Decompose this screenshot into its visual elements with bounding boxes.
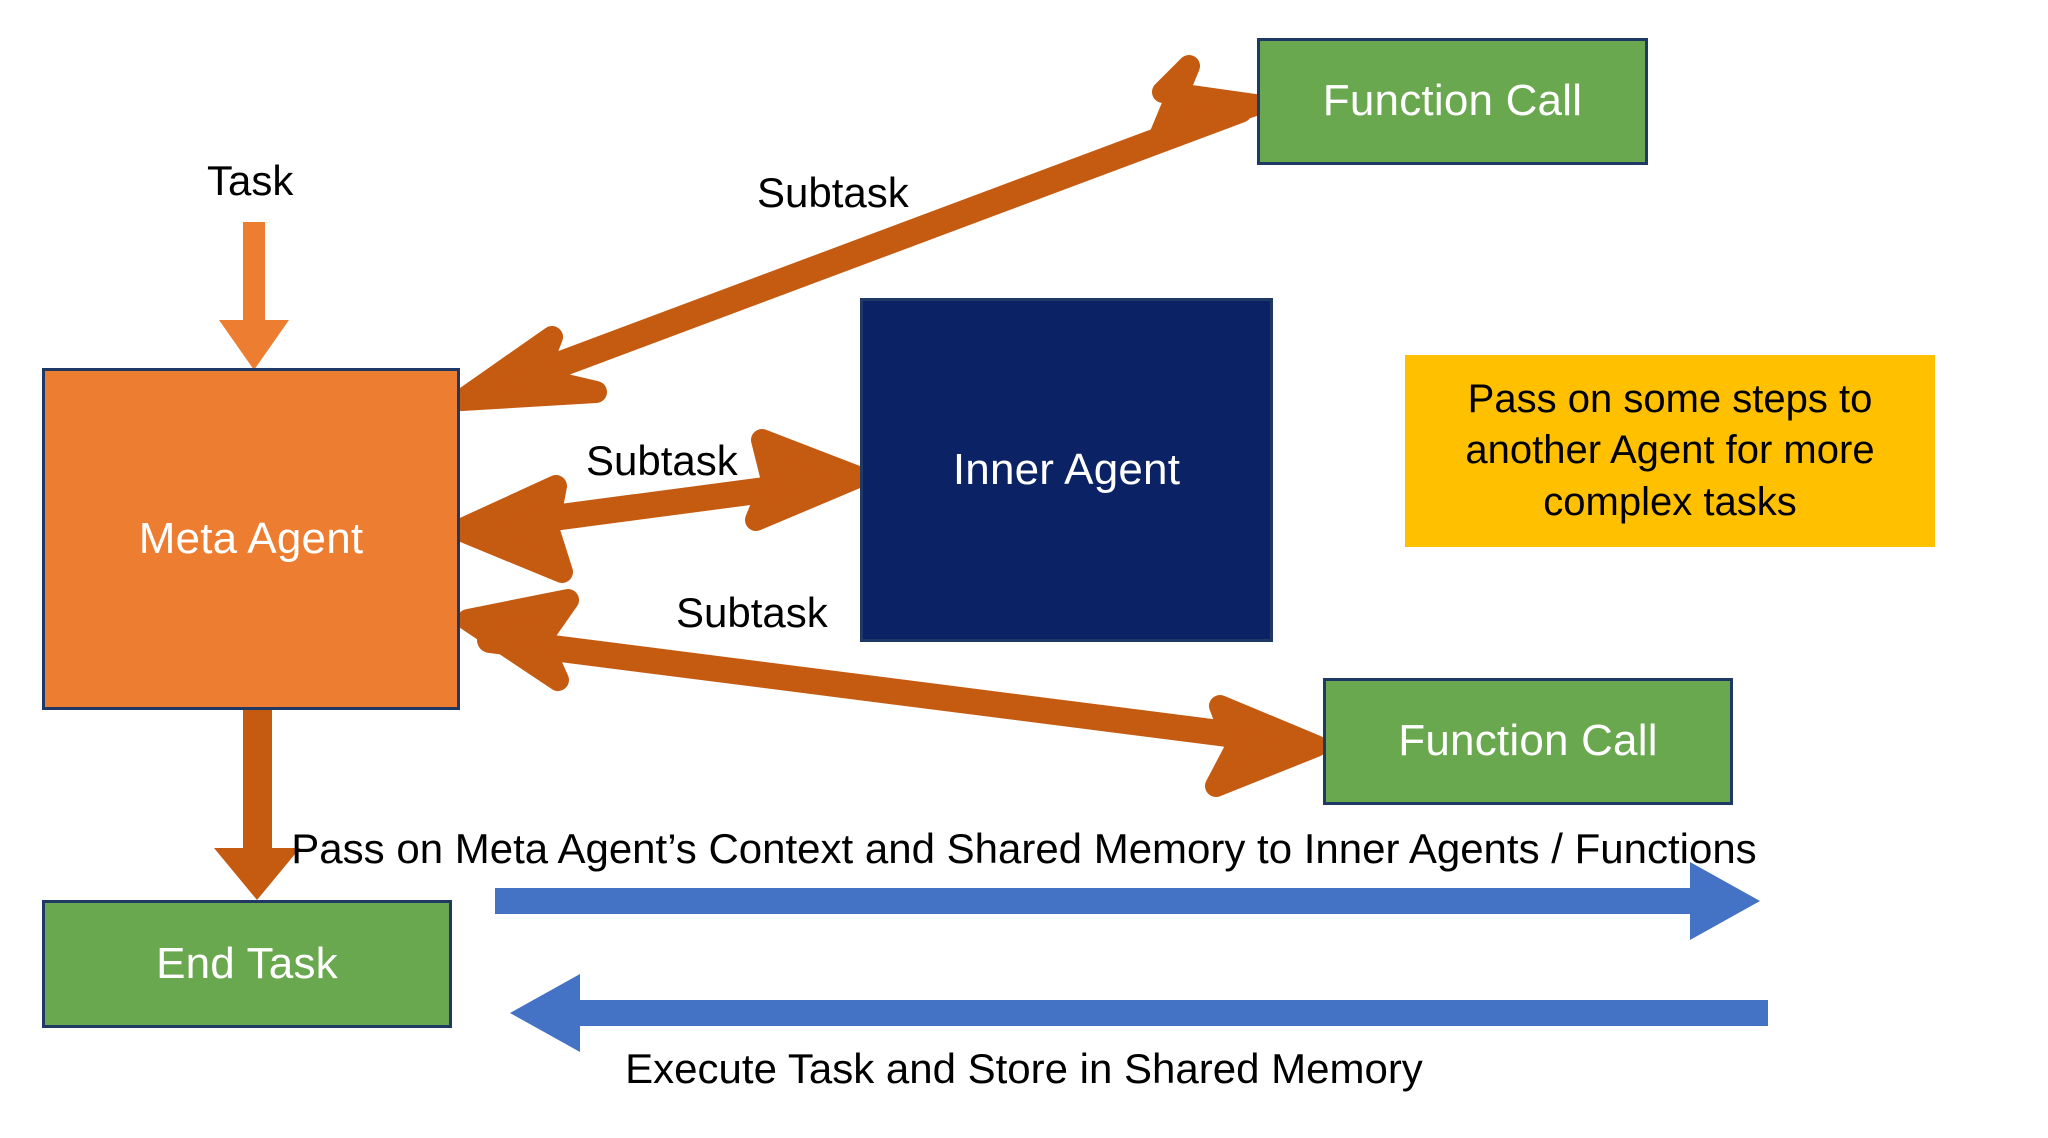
node-function-call-top[interactable]: Function Call [1257, 38, 1648, 165]
edge-label-subtask-bottom: Subtask [676, 589, 828, 636]
edge-label-subtask-top: Subtask [757, 169, 909, 216]
node-inner-agent-label: Inner Agent [952, 444, 1181, 494]
node-inner-agent[interactable]: Inner Agent [860, 298, 1273, 642]
caption-backward-flow: Execute Task and Store in Shared Memory [625, 1045, 1423, 1092]
callout-text: Pass on some steps to another Agent for … [1465, 377, 1875, 524]
arrow-down-task-icon [219, 222, 289, 370]
node-meta-agent[interactable]: Meta Agent [42, 368, 460, 710]
caption-forward-flow: Pass on Meta Agent’s Context and Shared … [291, 825, 1757, 872]
callout-pass-on-steps: Pass on some steps to another Agent for … [1405, 355, 1935, 547]
node-function-call-bottom[interactable]: Function Call [1323, 678, 1733, 805]
node-meta-agent-label: Meta Agent [138, 513, 364, 563]
edge-label-subtask-middle: Subtask [586, 437, 738, 484]
edge-label-task: Task [207, 157, 294, 204]
node-function-call-bottom-label: Function Call [1398, 716, 1658, 766]
arrow-left-blue-icon [510, 974, 1768, 1052]
arrow-right-blue-icon [495, 862, 1760, 940]
node-end-task[interactable]: End Task [42, 900, 452, 1028]
node-end-task-label: End Task [156, 938, 338, 988]
node-function-call-top-label: Function Call [1322, 76, 1583, 126]
